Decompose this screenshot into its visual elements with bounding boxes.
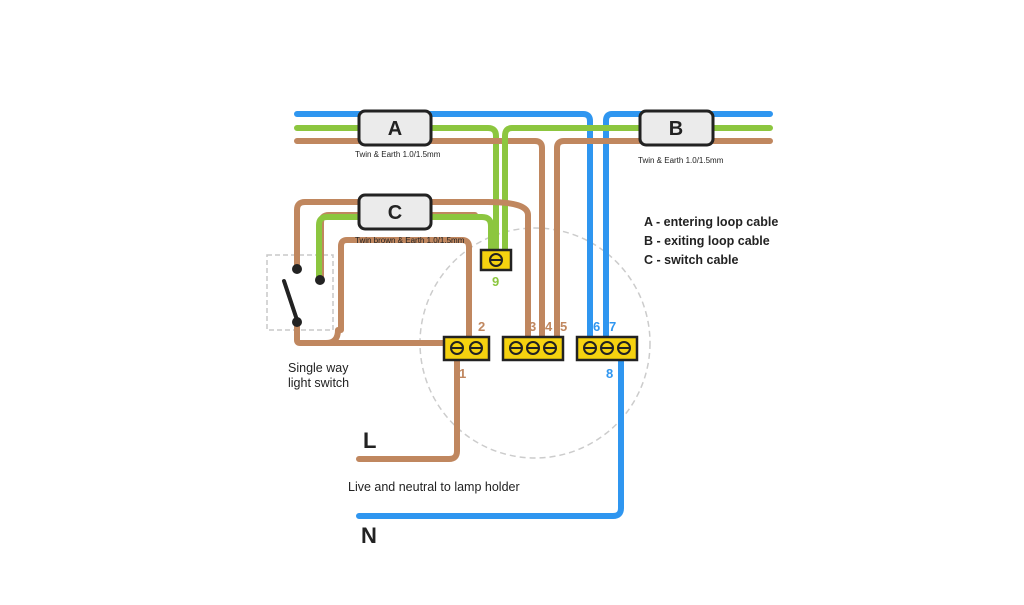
cable-c-letter: C [388, 202, 402, 224]
legend-c: C - switch cable [644, 253, 739, 267]
terminal-number-8: 8 [606, 366, 613, 381]
cable-c-note: Twin brown & Earth 1.0/1.5mm [355, 236, 465, 245]
neutral-label: N [361, 523, 377, 548]
terminal-number-1: 1 [459, 366, 466, 381]
switch-pivot-bottom [292, 317, 302, 327]
terminal-block-right [575, 335, 639, 362]
earth-terminal [479, 248, 513, 272]
switch-pivot-top-right [315, 275, 325, 285]
cable-b-box: B [638, 109, 715, 147]
terminal-number-7: 7 [609, 319, 616, 334]
loop-brown-wire-a [294, 138, 545, 345]
terminal-number-3: 3 [529, 319, 536, 334]
switch-label-line1: Single way [288, 361, 349, 375]
neutral-wire [356, 339, 624, 519]
lamp-holder-label: Live and neutral to lamp holder [348, 480, 520, 494]
switch-brown-wire-return [294, 319, 468, 346]
terminal-number-2: 2 [478, 319, 485, 334]
cable-b-letter: B [669, 118, 683, 140]
switch-label-line2: light switch [288, 376, 349, 390]
switch-return-to-terminal [323, 327, 341, 346]
legend-b: B - exiting loop cable [644, 234, 770, 248]
legend-a: A - entering loop cable [644, 215, 778, 229]
cable-a-letter: A [388, 118, 402, 140]
live-label: L [363, 428, 376, 453]
terminal-number-5: 5 [560, 319, 567, 334]
live-wire [356, 339, 460, 462]
terminal-number-6: 6 [593, 319, 600, 334]
loop-blue-wire [294, 111, 593, 345]
switch-brown-wire-2 [338, 237, 472, 345]
cable-b-note: Twin & Earth 1.0/1.5mm [638, 156, 724, 165]
loop-brown-wire-b [554, 138, 773, 345]
cable-a-box: A [357, 109, 433, 147]
loop-green-wire-b [502, 125, 773, 258]
switch-pivot-top-left [292, 264, 302, 274]
loop-blue-wire-b [603, 111, 773, 345]
cable-c-box: C [357, 193, 433, 231]
cable-a-note: Twin & Earth 1.0/1.5mm [355, 150, 441, 159]
terminal-block-middle [501, 335, 565, 362]
terminal-block-left [442, 335, 491, 362]
terminal-number-4: 4 [545, 319, 553, 334]
switch-lever [282, 279, 299, 322]
loop-green-wire-a [294, 125, 499, 258]
terminal-number-9: 9 [492, 274, 499, 289]
